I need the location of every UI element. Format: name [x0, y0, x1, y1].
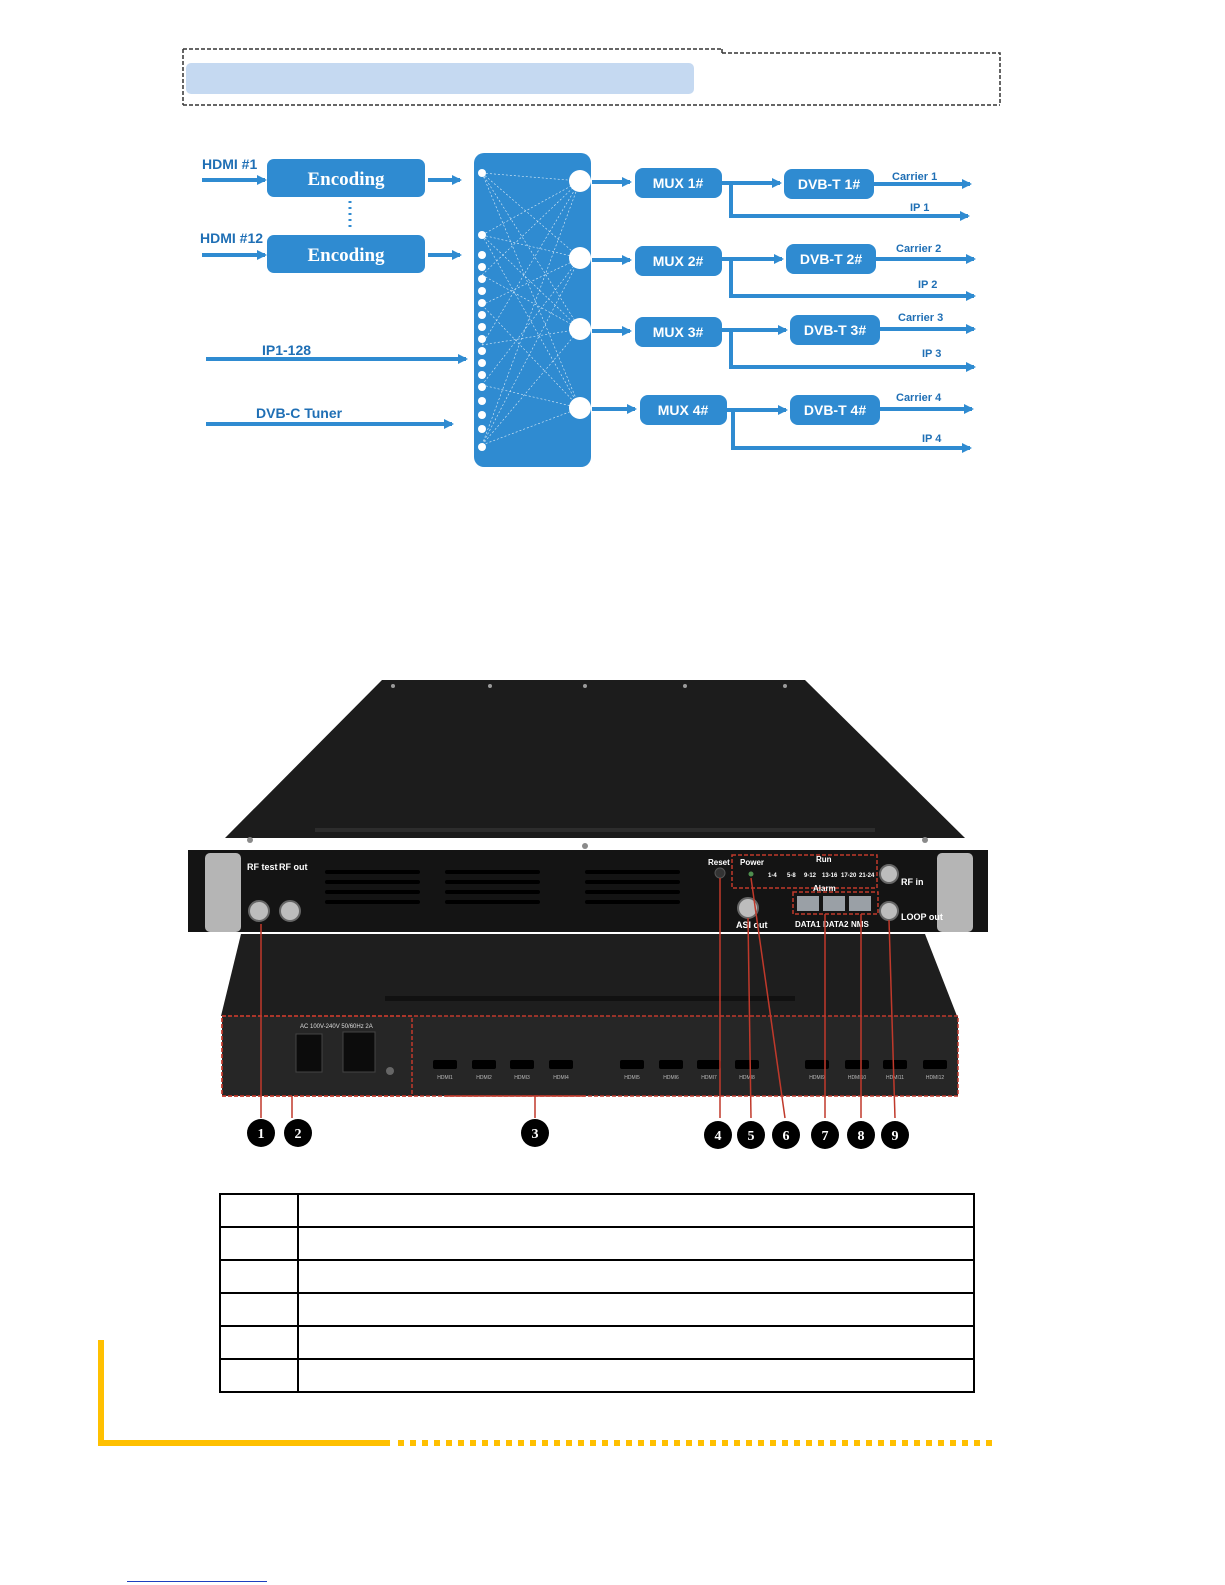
- hdmi7-port-label: HDMI7: [701, 1075, 717, 1081]
- rf-in-label: RF in: [901, 877, 924, 887]
- mux-1-label: MUX 1#: [653, 175, 704, 191]
- callout-5: 5: [748, 1129, 755, 1144]
- callout-7: 7: [822, 1129, 829, 1144]
- nms-port[interactable]: [849, 896, 871, 911]
- legend-table: [219, 1193, 975, 1393]
- dvbt-1-label: DVB-T 1#: [798, 176, 860, 192]
- hdmi3-port-label: HDMI3: [514, 1075, 530, 1081]
- table-row: [219, 1325, 975, 1360]
- loop-out-label: LOOP out: [901, 912, 943, 922]
- input-label-hdmi1: HDMI #1: [202, 156, 257, 172]
- hdmi6-port-label: HDMI6: [663, 1075, 679, 1081]
- signal-flow-diagram: HDMI #1 HDMI #12 IP1-128 DVB-C Tuner Enc…: [200, 153, 976, 467]
- nms-label: NMS: [851, 920, 869, 929]
- device-panel-illustration: RF test RF out Reset Power Run 1-4 5-8 9…: [188, 680, 988, 1149]
- led-group-21-24-label: 21-24: [859, 873, 875, 879]
- rf-out-connector[interactable]: [279, 900, 301, 922]
- power-socket: [342, 1031, 376, 1073]
- callout-2: 2: [295, 1127, 302, 1142]
- callout-3: 3: [532, 1127, 539, 1142]
- callout-1: 1: [258, 1127, 265, 1142]
- carrier-1-label: Carrier 1: [892, 171, 937, 183]
- dvbt-4-label: DVB-T 4#: [804, 402, 866, 418]
- table-row: [219, 1292, 975, 1327]
- asi-out-label: ASI out: [736, 920, 768, 930]
- mux-2-label: MUX 2#: [653, 253, 704, 269]
- data2-port[interactable]: [823, 896, 845, 911]
- input-label-dvbc: DVB-C Tuner: [256, 405, 343, 421]
- carrier-4-label: Carrier 4: [896, 392, 942, 404]
- led-group-17-20-label: 17-20: [841, 873, 857, 879]
- callout-8: 8: [858, 1129, 865, 1144]
- power-led: [748, 871, 754, 877]
- mux-row-3: MUX 3# DVB-T 3# Carrier 3 IP 3: [592, 312, 976, 372]
- reset-label: Reset: [708, 858, 730, 867]
- mux-row-1: MUX 1# DVB-T 1# Carrier 1 IP 1: [592, 168, 972, 221]
- hdmi9-port-label: HDMI9: [809, 1075, 825, 1081]
- callout-9: 9: [892, 1129, 899, 1144]
- encoding-block-12-label: Encoding: [307, 245, 385, 266]
- mux-4-label: MUX 4#: [658, 402, 709, 418]
- hdmi11-port-label: HDMI11: [886, 1075, 904, 1081]
- section-header-bar: [186, 63, 694, 94]
- ip-out-4-label: IP 4: [922, 433, 942, 445]
- rf-test-connector[interactable]: [248, 900, 270, 922]
- ip-out-2-label: IP 2: [918, 279, 937, 291]
- ip-out-1-label: IP 1: [910, 202, 929, 214]
- table-row: [219, 1259, 975, 1294]
- alarm-label: Alarm: [813, 884, 836, 893]
- run-label: Run: [816, 855, 832, 864]
- reset-button[interactable]: [714, 867, 726, 879]
- mux-3-label: MUX 3#: [653, 324, 704, 340]
- input-label-hdmi12: HDMI #12: [200, 230, 263, 246]
- carrier-3-label: Carrier 3: [898, 312, 943, 324]
- callout-6: 6: [783, 1129, 790, 1144]
- rf-test-label: RF test: [247, 862, 278, 872]
- rear-panel: RF test RF out Reset Power Run 1-4 5-8 9…: [188, 850, 988, 932]
- led-group-13-16-label: 13-16: [822, 873, 838, 879]
- loop-out-connector[interactable]: [879, 901, 899, 921]
- hdmi8-port-label: HDMI8: [739, 1075, 755, 1081]
- hdmi5-port-label: HDMI5: [624, 1075, 640, 1081]
- bottom-link-underline: [127, 1581, 267, 1582]
- carrier-2-label: Carrier 2: [896, 243, 941, 255]
- callout-4: 4: [715, 1129, 722, 1144]
- table-row: [219, 1226, 975, 1261]
- table-row: [219, 1358, 975, 1393]
- led-group-5-8-label: 5-8: [787, 873, 796, 879]
- mux-row-4: MUX 4# DVB-T 4# Carrier 4 IP 4: [592, 392, 974, 453]
- hdmi12-port-label: HDMI12: [926, 1075, 945, 1081]
- encoding-block-12: [267, 235, 425, 273]
- data1-label: DATA1: [795, 920, 821, 929]
- hdmi2-port-label: HDMI2: [476, 1075, 492, 1081]
- data1-port[interactable]: [797, 896, 819, 911]
- rf-in-connector[interactable]: [879, 864, 899, 884]
- rf-out-label: RF out: [279, 862, 308, 872]
- led-group-9-12-label: 9-12: [804, 873, 817, 879]
- data2-label: DATA2: [823, 920, 849, 929]
- led-group-1-4-label: 1-4: [768, 873, 777, 879]
- mux-row-2: MUX 2# DVB-T 2# Carrier 2 IP 2: [592, 243, 976, 301]
- switch-matrix: [474, 153, 591, 467]
- hdmi4-port-label: HDMI4: [553, 1075, 569, 1081]
- footer-decoration: [98, 1340, 993, 1446]
- power-label: Power: [740, 858, 764, 867]
- section-header-frame: [182, 48, 1001, 106]
- encoding-block-1: [267, 159, 425, 197]
- front-panel: AC 100V-240V 50/60Hz 2A HDMI1 HDMI2 HDMI…: [221, 1015, 959, 1097]
- power-switch[interactable]: [295, 1033, 323, 1073]
- dvbt-2-label: DVB-T 2#: [800, 251, 862, 267]
- input-label-ip: IP1-128: [262, 342, 311, 358]
- ip-out-3-label: IP 3: [922, 348, 941, 360]
- hdmi1-port-label: HDMI1: [437, 1075, 453, 1081]
- power-rating-label: AC 100V-240V 50/60Hz 2A: [300, 1024, 373, 1030]
- encoding-block-1-label: Encoding: [307, 169, 385, 190]
- hdmi10-port-label: HDMI10: [848, 1075, 867, 1081]
- dvbt-3-label: DVB-T 3#: [804, 322, 866, 338]
- table-row: [219, 1193, 975, 1228]
